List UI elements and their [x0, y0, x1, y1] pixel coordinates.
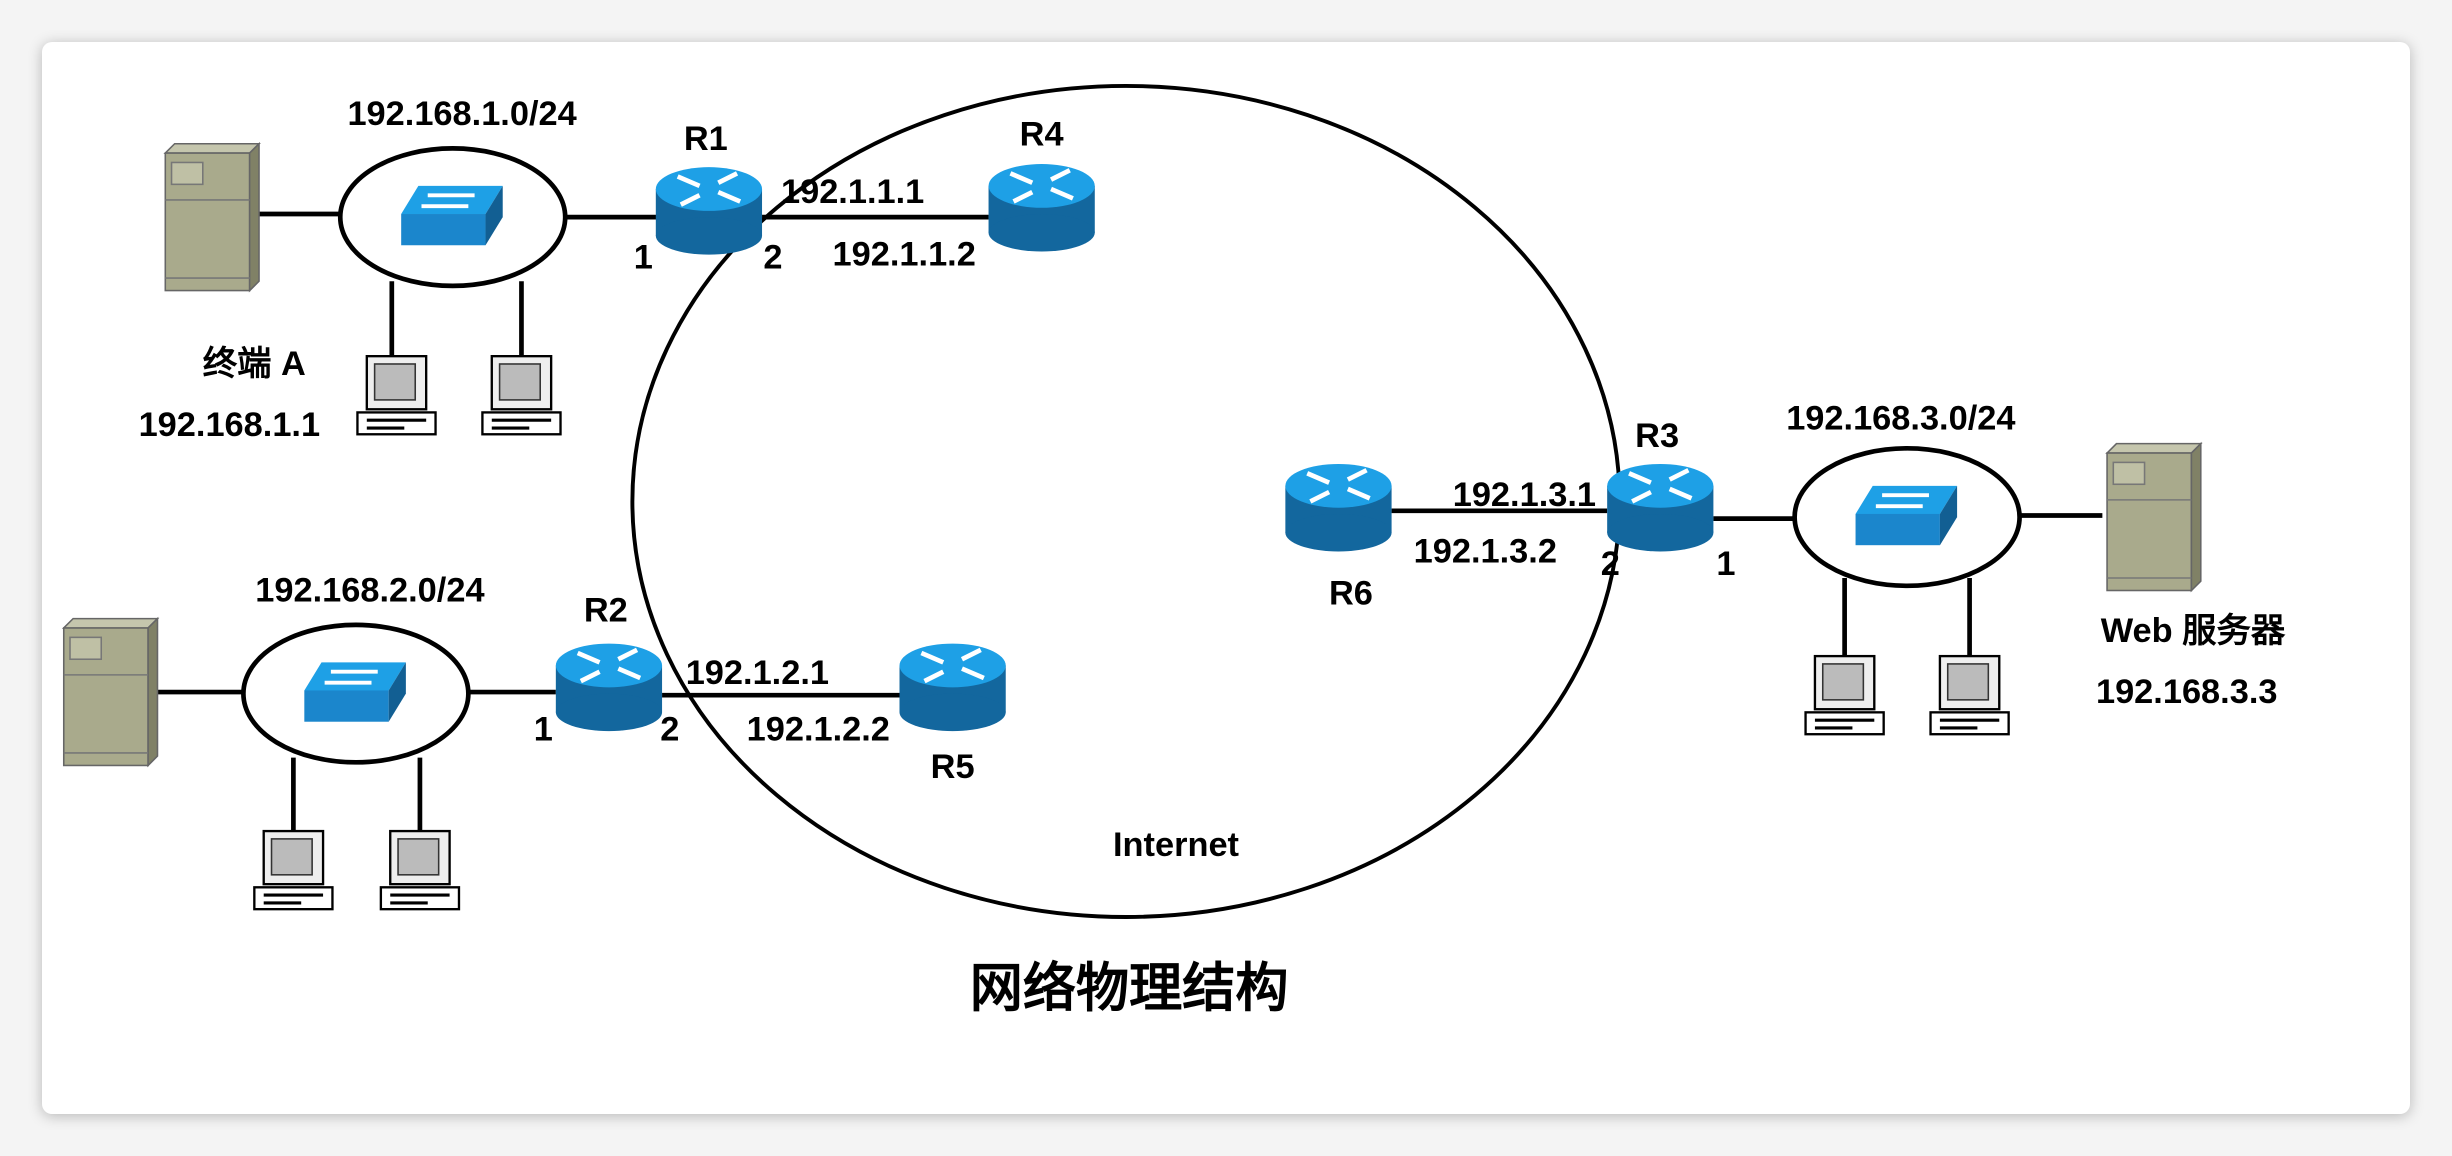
r3-port2: 2	[1601, 545, 1620, 583]
lan3-pc1-icon	[1804, 654, 1885, 736]
r1-port2: 2	[763, 239, 782, 277]
web-server-name: Web 服务器	[2101, 612, 2286, 650]
r5-router-icon	[899, 643, 1006, 732]
r3-r6-ip-a: 192.1.3.1	[1453, 476, 1596, 514]
lan2-server-icon	[61, 616, 160, 768]
r6-label: R6	[1329, 575, 1373, 613]
r6-router-icon	[1285, 463, 1392, 552]
r2-r5-ip-a: 192.1.2.1	[686, 654, 829, 692]
lan2-switch-icon	[304, 662, 406, 722]
r2-router-icon	[555, 643, 663, 732]
r3-port1: 1	[1716, 545, 1735, 583]
lan1-subnet: 192.168.1.0/24	[347, 95, 576, 133]
lan1-pc1-icon	[356, 355, 437, 436]
r1-port1: 1	[634, 239, 653, 277]
lan2-pc2-icon	[379, 829, 461, 911]
r1-r4-ip-b: 192.1.1.2	[833, 236, 976, 274]
lan1-switch-icon	[401, 185, 503, 246]
lan1-pc2-icon	[481, 355, 562, 436]
lan3-switch-icon	[1855, 485, 1958, 546]
host-a-ip: 192.168.1.1	[139, 406, 321, 444]
r1-r4-ip-a: 192.1.1.1	[781, 173, 924, 211]
r5-label: R5	[931, 748, 975, 786]
r2-label: R2	[584, 592, 628, 630]
r2-r5-ip-b: 192.1.2.2	[747, 710, 890, 748]
r3-router-icon	[1607, 463, 1714, 552]
r3-label: R3	[1635, 417, 1679, 455]
r2-port2: 2	[660, 710, 679, 748]
r1-router-icon	[655, 167, 763, 255]
r3-r6-ip-b: 192.1.3.2	[1414, 532, 1557, 570]
lan2-pc1-icon	[253, 829, 334, 911]
lan1-server-icon	[163, 141, 261, 293]
web-server-icon	[2105, 441, 2203, 593]
host-a-name: 终端 A	[203, 345, 306, 383]
lan2-subnet: 192.168.2.0/24	[255, 571, 484, 609]
r4-label: R4	[1020, 115, 1064, 153]
lan3-subnet: 192.168.3.0/24	[1786, 400, 2015, 438]
lan3-pc2-icon	[1929, 654, 2010, 736]
internet-label: Internet	[1113, 826, 1240, 864]
web-server-ip: 192.168.3.3	[2096, 673, 2278, 711]
diagram-title: 网络物理结构	[970, 958, 1289, 1018]
links	[157, 211, 2103, 836]
r2-port1: 1	[534, 710, 553, 748]
r1-label: R1	[684, 120, 728, 158]
r4-router-icon	[988, 164, 1095, 252]
